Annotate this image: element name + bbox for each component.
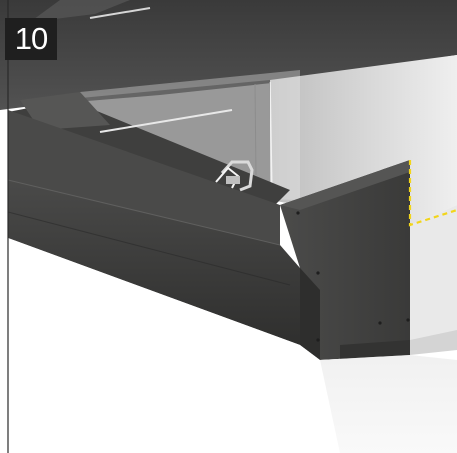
step-number-badge: 10 bbox=[5, 18, 57, 60]
step-number: 10 bbox=[14, 21, 48, 56]
